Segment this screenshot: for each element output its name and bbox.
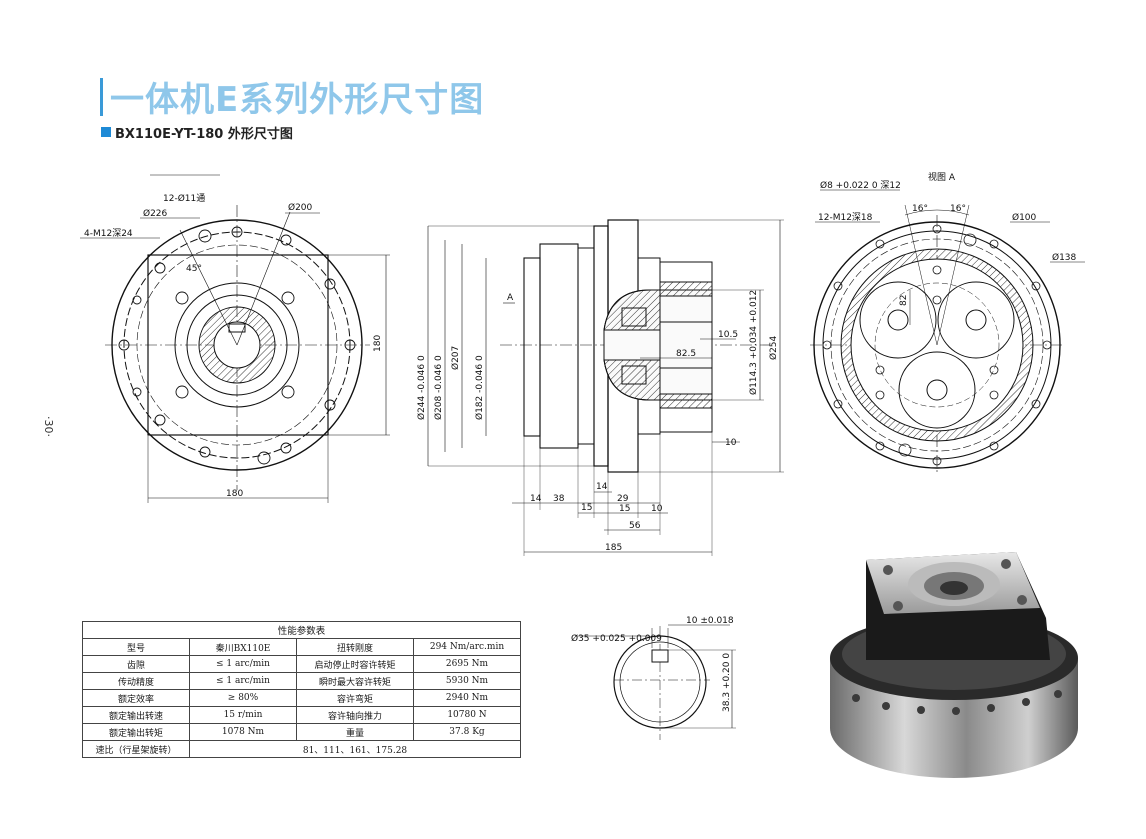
front-dim-height: 180 — [373, 335, 383, 352]
side-dim-56: 56 — [629, 521, 641, 531]
side-dim-d182: Ø182 -0.046 0 — [474, 355, 485, 420]
view-a — [810, 189, 1085, 475]
view-a-callout-tapped: 12-M12深18 — [818, 212, 873, 223]
shaft-detail — [575, 624, 736, 740]
view-a-callout-pin: Ø8 +0.022 0 深12 — [820, 180, 901, 191]
product-photo — [830, 552, 1078, 778]
spec-table: 性能参数表 型号 秦川BX110E 扭转刚度 294 Nm/arc.min 齿隙… — [82, 621, 521, 758]
view-a-dim-82: 82 — [899, 295, 909, 306]
side-dim-185: 185 — [605, 543, 622, 553]
front-callout-d200: Ø200 — [288, 202, 313, 213]
page-title: 一体机E系列外形尺寸图 — [110, 80, 485, 120]
side-dim-10b: 10 — [651, 504, 663, 514]
table-row: 型号 秦川BX110E 扭转刚度 294 Nm/arc.min — [82, 638, 521, 656]
table-row: 速比（行星架旋转） 81、111、161、175.28 — [82, 740, 521, 758]
side-dim-d244: Ø244 -0.046 0 — [416, 355, 427, 420]
title-accent-bar — [100, 78, 103, 116]
view-a-label: 视图 A — [928, 171, 956, 183]
view-a-callout-d100: Ø100 — [1012, 212, 1037, 223]
side-dim-d254: Ø254 — [768, 335, 779, 360]
side-dim-10: 10 — [725, 438, 737, 448]
side-dim-14b: 14 — [596, 482, 608, 492]
ratio-value: 81、111、161、175.28 — [189, 740, 521, 758]
side-dim-38: 38 — [553, 494, 565, 504]
side-view — [427, 219, 784, 556]
side-dim-d207: Ø207 — [450, 346, 461, 370]
view-a-callout-d138: Ø138 — [1052, 252, 1077, 263]
view-a-angle-right: 16° — [950, 204, 966, 214]
side-section-label: A — [507, 293, 514, 303]
shaft-key-width: 10 ±0.018 — [686, 616, 734, 626]
ratio-label: 速比（行星架旋转） — [82, 740, 190, 758]
front-callout-tapped: 4-M12深24 — [84, 228, 133, 239]
side-dim-15a: 15 — [581, 503, 592, 513]
front-view — [80, 174, 390, 503]
spec-table-title: 性能参数表 — [82, 621, 521, 639]
shaft-key-depth: 38.3 +0.20 0 — [722, 653, 732, 712]
side-dim-29: 29 — [617, 494, 629, 504]
side-dim-82-5: 82.5 — [676, 349, 696, 359]
side-dim-d208: Ø208 -0.046 0 — [433, 355, 444, 420]
view-a-angle-left: 16° — [912, 204, 928, 214]
front-callout-holes: 12-Ø11通 — [163, 193, 205, 204]
subtitle-marker — [101, 127, 111, 137]
page-subtitle: BX110E-YT-180 外形尺寸图 — [115, 127, 293, 142]
side-dim-d114: Ø114.3 +0.034 +0.012 — [748, 290, 759, 395]
side-dim-14a: 14 — [530, 494, 542, 504]
front-callout-angle: 45° — [186, 264, 202, 274]
side-dim-10-5: 10.5 — [718, 330, 738, 340]
front-dim-width: 180 — [226, 489, 243, 499]
front-callout-d226: Ø226 — [143, 208, 168, 219]
shaft-diameter: Ø35 +0.025 +0.009 — [571, 633, 662, 644]
side-dim-15b: 15 — [619, 504, 630, 514]
